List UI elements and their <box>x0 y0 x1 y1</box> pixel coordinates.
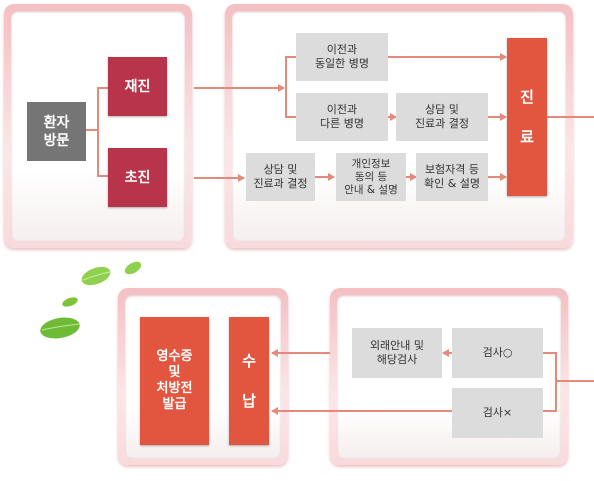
leaf-vein <box>82 271 111 281</box>
receipt-node: 영수증 및 처방전 발급 <box>140 317 209 445</box>
privacy-consent-node: 개인정보 동의 등 안내 & 설명 <box>336 153 406 201</box>
exam-yes-node: 검사○ <box>452 328 543 378</box>
exam-no-node: 검사× <box>452 388 543 438</box>
consult-decide-first-node: 상담 및 진료과 결정 <box>246 153 315 201</box>
leaf-icon <box>124 261 142 275</box>
outpatient-exam-node: 외래안내 및 해당검사 <box>352 328 442 378</box>
leaf-icon <box>62 297 78 307</box>
treatment-node: 진 료 <box>507 38 547 196</box>
revisit-node: 재진 <box>108 57 167 116</box>
first-visit-node: 초진 <box>108 148 167 207</box>
connector-treatment-to-exam <box>547 116 594 382</box>
leaf-icon <box>40 317 80 339</box>
patient-visit-node: 환자 방문 <box>27 102 86 161</box>
leaf-decoration <box>40 261 142 339</box>
connector-visit-branch <box>86 87 108 177</box>
different-disease-node: 이전과 다른 병명 <box>296 93 388 141</box>
insurance-check-node: 보험자격 등 확인 & 설명 <box>416 153 488 201</box>
same-disease-node: 이전과 동일한 병명 <box>296 33 388 81</box>
connector-revisit-branch <box>285 56 296 118</box>
connector-exam-branch <box>543 352 557 412</box>
leaf-vein <box>41 323 81 331</box>
consult-decide-node: 상담 및 진료과 결정 <box>396 93 488 141</box>
payment-node: 수 납 <box>229 317 269 445</box>
